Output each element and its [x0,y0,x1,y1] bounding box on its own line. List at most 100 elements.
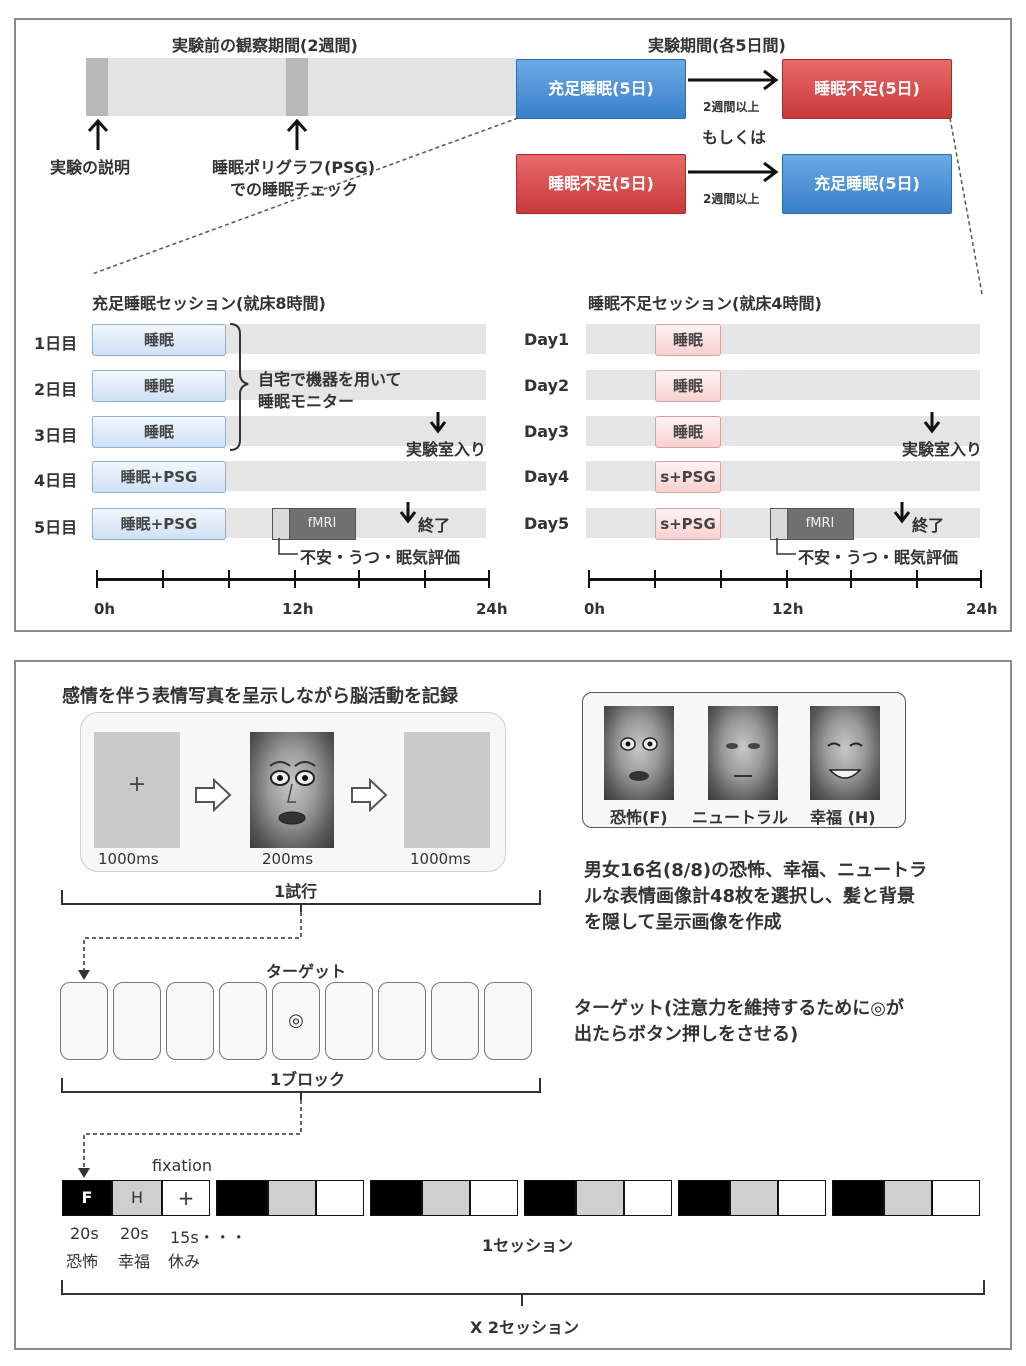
explanation-label: 実験の説明 [50,158,131,177]
sleep-psg-box: s+PSG [655,508,721,540]
observation-marker-1 [86,58,108,116]
day-label: Day4 [524,467,570,486]
time-axis [588,578,982,581]
down-arrow-icon [893,502,911,524]
fear-block [62,1180,112,1216]
block-condition: 幸福 [118,1252,151,1271]
sleep-psg-box: 睡眠+PSG [92,461,226,493]
adequate-sleep-box: 充足睡眠(5日) [516,59,686,119]
happy-block [576,1180,624,1216]
axis-tick [720,570,722,588]
happy-block [884,1180,932,1216]
axis-tick [162,570,164,588]
day-label: Day3 [524,422,570,441]
face-label-fear: 恐怖(F) [610,808,668,827]
stimuli-description-1: 男女16名(8/8)の恐怖、幸福、ニュートラ [584,860,928,881]
dashed-connector [78,912,302,980]
lab-entry-label: 実験室入り [406,440,487,459]
down-arrow-icon [399,502,417,524]
trial-label: 1試行 [274,882,318,901]
deprivation-session-title: 睡眠不足セッション(就床4時間) [588,294,822,313]
rest-block [778,1180,826,1216]
face-label-happy: 幸福 (H) [810,808,876,827]
down-arrow-icon [429,412,447,434]
day-label: 2日目 [34,380,78,399]
trial-card [325,982,373,1060]
happy-block [268,1180,316,1216]
right-arrow-icon [688,161,779,183]
day-lane [586,461,980,491]
sleep-box: 睡眠 [655,324,721,356]
block-brace [61,1078,541,1100]
dashed-connector [78,1100,302,1178]
axis-tick [488,570,490,588]
eval-label: 不安・うつ・眠気評価 [798,548,959,567]
fear-face-sample [604,706,674,800]
day-label: 3日目 [34,426,78,445]
home-monitor-note-1: 自宅で機器を用いて [258,370,402,389]
day-lane [586,370,980,400]
duration-label: 1000ms [98,850,159,868]
fixation-screen [94,732,180,848]
total-brace [61,1280,985,1306]
rest-block-symbol: + [177,1186,195,1210]
day-label: Day1 [524,330,570,349]
axis-tick [96,570,98,588]
right-hollow-arrow-icon [195,778,232,812]
duration-label: 1000ms [410,850,471,868]
axis-tick [294,570,296,588]
end-label: 終了 [912,516,945,535]
block-condition: 恐怖 [66,1252,99,1271]
adequate-session-title: 充足睡眠セッション(就床8時間) [92,294,326,313]
stimuli-description-3: を隠して呈示画像を作成 [584,912,782,933]
trial-card [219,982,267,1060]
target-description-1: ターゲット(注意力を維持するために◎が [574,998,904,1019]
day-label: 5日目 [34,518,78,537]
adequate-sleep-box: 充足睡眠(5日) [782,154,952,214]
fmri-block: fMRI [272,508,356,540]
trial-card [484,982,532,1060]
block-duration: 15s・・・ [170,1228,247,1247]
sleep-box: 睡眠 [92,370,226,402]
bracket [229,323,249,451]
trial-card [378,982,426,1060]
rest-block [932,1180,980,1216]
psg-check-label-1: 睡眠ポリグラフ(PSG) [212,158,376,177]
stimuli-description-2: ルな表情画像計48枚を選択し、髪と背景 [584,886,916,907]
day-label: 4日目 [34,471,78,490]
psg-check-label-2: での睡眠チェック [230,180,359,199]
down-arrow-icon [923,412,941,434]
sleep-box: 睡眠 [655,370,721,402]
day-label: Day5 [524,514,570,533]
happy-face-sample [810,706,880,800]
day-label: Day2 [524,376,570,395]
target-symbol: ◎ [288,1010,304,1031]
fear-block [832,1180,884,1216]
trial-card [431,982,479,1060]
target-description-2: 出たらボタン押しをさせる) [574,1024,799,1045]
eval-connector [776,538,796,555]
neutral-face-sample [708,706,778,800]
block-duration: 20s [70,1224,99,1243]
rest-block [624,1180,672,1216]
axis-tick [228,570,230,588]
axis-tick [358,570,360,588]
home-monitor-note-2: 睡眠モニター [258,392,355,411]
fear-block-letter: F [81,1188,93,1207]
right-arrow-icon [688,69,779,91]
session-label: 1セッション [482,1236,574,1255]
axis-label: 24h [476,600,508,618]
eval-connector [278,538,298,555]
fear-block [524,1180,576,1216]
happy-block [422,1180,470,1216]
axis-tick [786,570,788,588]
block-duration: 20s [120,1224,149,1243]
axis-tick [588,570,590,588]
sleep-psg-box: 睡眠+PSG [92,508,226,540]
rest-block [162,1180,210,1216]
face-label-neutral: ニュートラル [692,808,789,827]
right-hollow-arrow-icon [351,778,388,812]
fixation-label: fixation [152,1156,212,1175]
axis-label: 0h [94,600,116,618]
sleep-box: 睡眠 [92,324,226,356]
